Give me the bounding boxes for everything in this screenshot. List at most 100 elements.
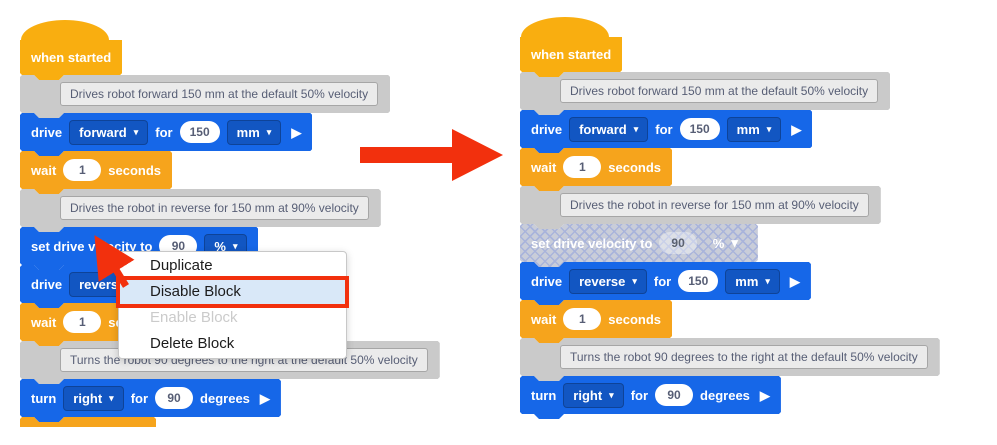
for-label: for xyxy=(630,387,649,403)
play-icon: ▶ xyxy=(789,273,800,289)
direction-value: reverse xyxy=(579,273,626,289)
turn-label: turn xyxy=(31,390,57,406)
when-started-hat-block[interactable]: when started xyxy=(20,40,122,80)
drive-reverse-block[interactable]: drive reverse ▾ for 150 mm ▾ ▶ xyxy=(520,262,811,305)
seconds-label: seconds xyxy=(608,159,662,175)
for-label: for xyxy=(155,124,173,140)
degrees-label: degrees xyxy=(200,390,250,406)
dropdown-arrow-icon: ▾ xyxy=(609,389,614,400)
comment-block-forward[interactable]: Drives robot forward 150 mm at the defau… xyxy=(520,72,890,115)
wait-block[interactable]: wait 1 seconds xyxy=(520,148,672,191)
wait-block[interactable]: wait 1 seconds xyxy=(20,151,172,194)
menu-item-delete-block[interactable]: Delete Block xyxy=(150,335,235,352)
direction-dropdown[interactable]: reverse ▾ xyxy=(569,269,647,294)
wait-seconds-input[interactable]: 1 xyxy=(563,156,601,178)
set-drive-velocity-block-disabled[interactable]: set drive velocity to 90 % ▾ xyxy=(520,224,758,267)
distance-input[interactable]: 150 xyxy=(180,121,220,143)
degrees-input[interactable]: 90 xyxy=(655,384,693,406)
annotation-pointer-arrow xyxy=(94,235,135,288)
velocity-unit-dropdown-disabled: % ▾ xyxy=(704,231,747,255)
drive-forward-block[interactable]: drive forward ▾ for 150 mm ▾ ▶ xyxy=(520,110,812,153)
comment-text: Drives the robot in reverse for 150 mm a… xyxy=(60,196,369,220)
play-icon: ▶ xyxy=(791,121,802,137)
direction-dropdown[interactable]: forward ▾ xyxy=(69,120,148,145)
direction-dropdown[interactable]: right ▾ xyxy=(63,386,123,411)
drive-label: drive xyxy=(31,124,63,140)
degrees-label: degrees xyxy=(700,387,750,403)
drive-label: drive xyxy=(31,276,63,292)
direction-value: forward xyxy=(579,121,627,137)
menu-item-enable-block: Enable Block xyxy=(150,309,238,326)
dropdown-arrow-icon: ▾ xyxy=(633,123,639,134)
comment-block-reverse[interactable]: Drives the robot in reverse for 150 mm a… xyxy=(520,186,881,229)
wait-block[interactable]: wait 1 seconds xyxy=(520,300,672,343)
set-velocity-label: set drive velocity to xyxy=(531,235,653,251)
wait-seconds-input[interactable]: 1 xyxy=(563,308,601,330)
direction-dropdown[interactable]: right ▾ xyxy=(563,383,623,408)
drive-label: drive xyxy=(531,121,563,137)
workspace-before: when started Drives robot forward 150 mm… xyxy=(20,20,440,427)
workspace-after: when started Drives robot forward 150 mm… xyxy=(520,17,940,414)
menu-item-duplicate[interactable]: Duplicate xyxy=(150,257,213,274)
comment-text: Drives robot forward 150 mm at the defau… xyxy=(60,82,378,106)
comment-block-reverse[interactable]: Drives the robot in reverse for 150 mm a… xyxy=(20,189,381,232)
when-started-hat-dome xyxy=(521,17,609,37)
unit-value: mm xyxy=(236,124,260,140)
for-label: for xyxy=(130,390,149,406)
direction-value: forward xyxy=(79,124,127,140)
turn-label: turn xyxy=(531,387,557,403)
dropdown-arrow-icon: ▾ xyxy=(765,275,770,286)
when-started-label: when started xyxy=(531,47,612,62)
seconds-label: seconds xyxy=(608,311,662,327)
turn-right-block[interactable]: turn right ▾ for 90 degrees ▶ xyxy=(520,376,781,419)
when-started-hat-block[interactable]: when started xyxy=(520,37,622,77)
drive-forward-block[interactable]: drive forward ▾ for 150 mm ▾ ▶ xyxy=(20,113,312,156)
for-label: for xyxy=(653,273,672,289)
unit-dropdown[interactable]: mm ▾ xyxy=(227,120,282,145)
velocity-input-disabled: 90 xyxy=(659,232,696,254)
distance-input[interactable]: 150 xyxy=(678,270,718,292)
wait-seconds-input[interactable]: 1 xyxy=(63,311,101,333)
direction-value: right xyxy=(573,387,603,403)
direction-dropdown[interactable]: forward ▾ xyxy=(569,117,648,142)
menu-item-disable-block[interactable]: Disable Block xyxy=(116,276,349,308)
turn-right-block[interactable]: turn right ▾ for 90 degrees ▶ xyxy=(20,379,281,422)
direction-value: right xyxy=(73,390,103,406)
seconds-label: seconds xyxy=(108,162,162,178)
dropdown-arrow-icon: ▾ xyxy=(133,126,139,137)
unit-value: mm xyxy=(736,121,760,137)
degrees-input[interactable]: 90 xyxy=(155,387,193,409)
unit-value: mm xyxy=(735,273,759,289)
wait-label: wait xyxy=(531,159,557,175)
dropdown-arrow-icon: ▾ xyxy=(766,123,772,134)
distance-input[interactable]: 150 xyxy=(680,118,720,140)
comment-block-turn[interactable]: Turns the robot 90 degrees to the right … xyxy=(520,338,940,381)
comment-text: Drives the robot in reverse for 150 mm a… xyxy=(560,193,869,217)
wait-seconds-input[interactable]: 1 xyxy=(63,159,101,181)
unit-value: % xyxy=(712,235,725,251)
when-started-label: when started xyxy=(31,50,112,65)
partial-next-block xyxy=(20,417,156,427)
when-started-hat-dome xyxy=(21,20,109,40)
unit-dropdown[interactable]: mm ▾ xyxy=(727,117,782,142)
dropdown-arrow-icon: ▾ xyxy=(266,126,272,137)
play-icon: ▶ xyxy=(291,124,302,140)
dropdown-arrow-icon: ▾ xyxy=(109,392,114,403)
before-after-arrow-icon xyxy=(360,129,503,181)
play-icon: ▶ xyxy=(259,390,270,406)
dropdown-arrow-icon: ▾ xyxy=(731,235,738,250)
block-context-menu: Duplicate Disable Block Enable Block Del… xyxy=(116,251,349,359)
comment-text: Drives robot forward 150 mm at the defau… xyxy=(560,79,878,103)
dropdown-arrow-icon: ▾ xyxy=(632,275,637,286)
unit-value: % xyxy=(214,238,226,254)
wait-label: wait xyxy=(31,314,57,330)
wait-label: wait xyxy=(531,311,557,327)
wait-label: wait xyxy=(31,162,57,178)
unit-dropdown[interactable]: mm ▾ xyxy=(725,269,780,294)
comment-text: Turns the robot 90 degrees to the right … xyxy=(560,345,928,369)
drive-label: drive xyxy=(531,273,563,289)
play-icon: ▶ xyxy=(759,387,770,403)
for-label: for xyxy=(655,121,673,137)
comment-block-forward[interactable]: Drives robot forward 150 mm at the defau… xyxy=(20,75,390,118)
